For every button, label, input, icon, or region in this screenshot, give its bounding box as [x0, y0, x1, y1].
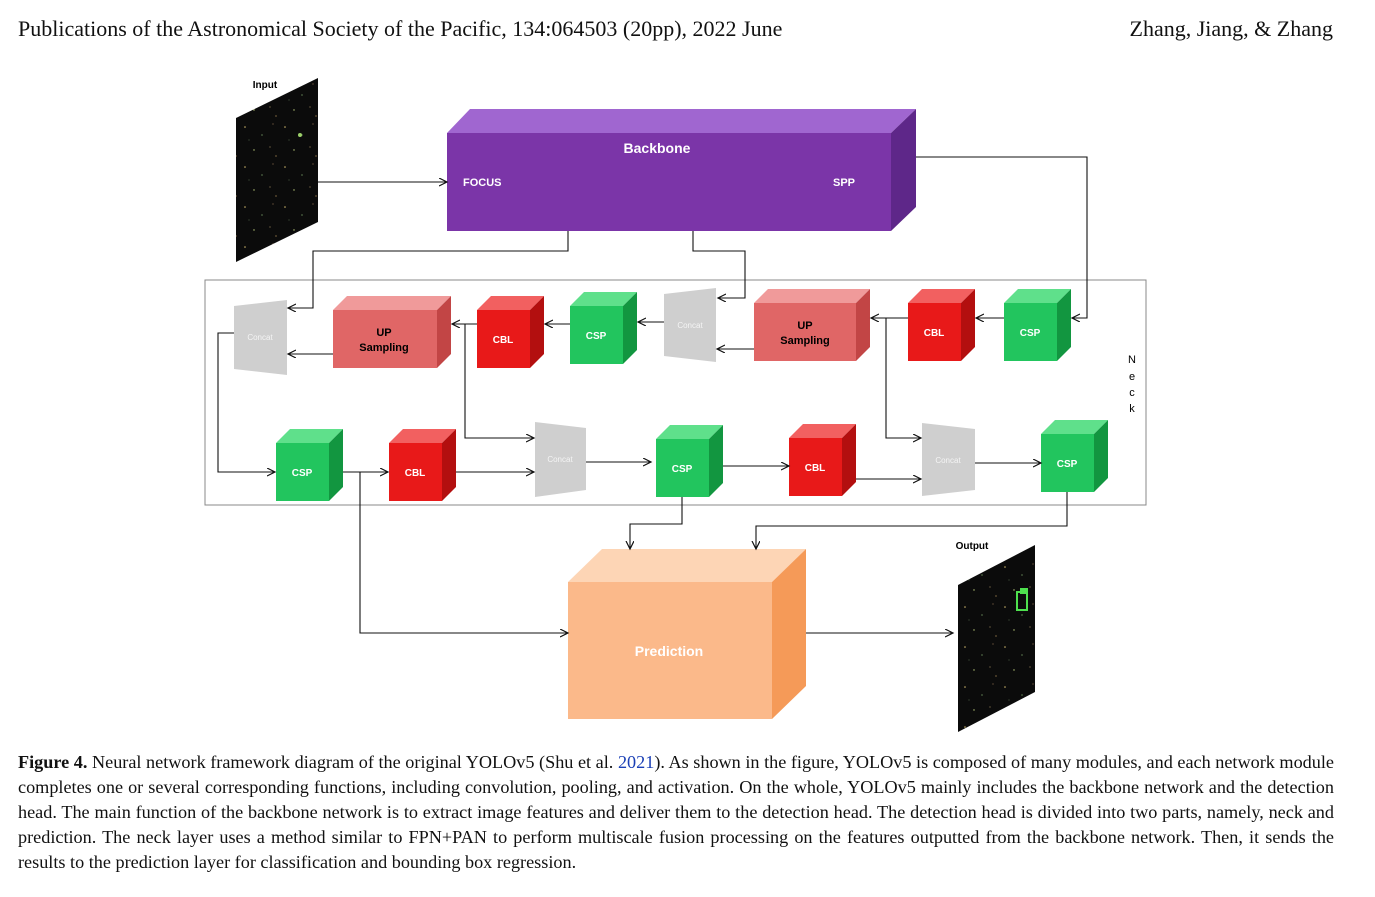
svg-text:CBL: CBL: [924, 328, 945, 339]
svg-text:CSP: CSP: [1057, 459, 1078, 470]
csp-block: CSP: [1004, 289, 1071, 361]
backbone-title: Backbone: [624, 140, 691, 156]
svg-text:CBL: CBL: [805, 463, 826, 474]
svg-text:CBL: CBL: [493, 335, 514, 346]
svg-text:Prediction: Prediction: [635, 643, 703, 659]
input-label: Input: [253, 80, 278, 91]
svg-text:Concat: Concat: [247, 333, 273, 342]
citation-link[interactable]: 2021: [617, 752, 655, 772]
cbl-block: CBL: [908, 289, 975, 361]
cbl-block: CBL: [789, 424, 856, 496]
svg-text:CSP: CSP: [292, 468, 313, 479]
yolov5-diagram: Input Backbone FOCUS SPP N e c k Concat …: [204, 78, 1147, 732]
csp-block: CSP: [276, 429, 343, 501]
csp-block: CSP: [1041, 420, 1108, 492]
neck-container: [204, 279, 1147, 506]
concat-block: Concat: [234, 300, 287, 375]
svg-text:Concat: Concat: [677, 321, 703, 330]
svg-text:CBL: CBL: [405, 468, 426, 479]
svg-text:UP: UP: [797, 320, 812, 332]
prediction-block: Prediction: [568, 549, 806, 719]
svg-text:Concat: Concat: [547, 455, 573, 464]
svg-text:Sampling: Sampling: [359, 342, 409, 354]
concat-block: Concat: [664, 288, 716, 362]
cbl-block: CBL: [389, 429, 456, 501]
spp-label: SPP: [833, 177, 855, 189]
caption-text-after: ). As shown in the figure, YOLOv5 is com…: [18, 752, 1334, 872]
svg-text:N: N: [1128, 354, 1136, 366]
output-image: [958, 545, 1035, 732]
svg-text:CSP: CSP: [586, 331, 607, 342]
backbone-block: Backbone FOCUS SPP: [447, 109, 916, 231]
figure-caption: Figure 4. Neural network framework diagr…: [18, 750, 1334, 875]
upsampling-block: UP Sampling: [754, 289, 870, 361]
output-label: Output: [956, 541, 989, 552]
svg-text:Concat: Concat: [935, 456, 961, 465]
focus-label: FOCUS: [463, 177, 502, 189]
concat-block: Concat: [535, 422, 586, 497]
figure-label: Figure 4.: [18, 752, 88, 772]
svg-text:CSP: CSP: [672, 464, 693, 475]
input-image: [236, 78, 318, 262]
svg-text:c: c: [1129, 387, 1135, 399]
csp-block: CSP: [570, 292, 637, 364]
svg-text:e: e: [1129, 371, 1135, 383]
svg-text:UP: UP: [376, 327, 391, 339]
svg-text:Sampling: Sampling: [780, 335, 830, 347]
upsampling-block: UP Sampling: [333, 296, 451, 368]
authors-header: Zhang, Jiang, & Zhang: [1129, 16, 1333, 41]
cbl-block: CBL: [477, 296, 544, 368]
caption-text-before: Neural network framework diagram of the …: [87, 752, 618, 772]
journal-header: Publications of the Astronomical Society…: [18, 16, 783, 41]
svg-text:CSP: CSP: [1020, 328, 1041, 339]
csp-block: CSP: [656, 425, 723, 497]
concat-block: Concat: [922, 423, 975, 496]
svg-text:k: k: [1129, 403, 1135, 415]
neck-label: N e c k: [1128, 354, 1136, 415]
